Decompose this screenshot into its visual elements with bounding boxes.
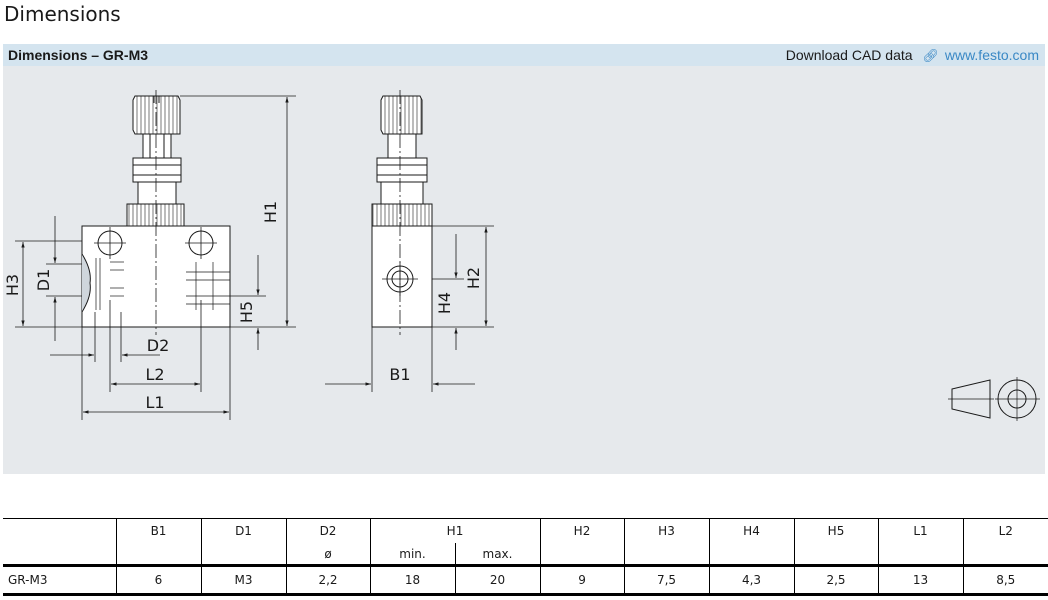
dim-label-B1: B1 bbox=[389, 365, 410, 384]
cell-H1-max: 20 bbox=[454, 564, 541, 596]
table-subheader-row: ø min. max. bbox=[3, 543, 1048, 566]
page-title: Dimensions bbox=[4, 2, 121, 26]
side-dimension-labels: H2 H4 B1 bbox=[389, 267, 483, 384]
panel-title: Dimensions – GR-M3 bbox=[8, 47, 149, 63]
download-cad[interactable]: Download CAD data 🔗︎ www.festo.com bbox=[786, 47, 1039, 64]
link-icon[interactable]: 🔗︎ bbox=[922, 48, 939, 63]
dim-label-D1: D1 bbox=[34, 269, 53, 292]
cell-H2: 9 bbox=[539, 564, 625, 596]
table-header-model bbox=[3, 518, 116, 543]
dim-label-H4: H4 bbox=[435, 292, 454, 314]
table-subheader-H1-max: max. bbox=[454, 543, 541, 566]
table-header-H5: H5 bbox=[793, 518, 879, 543]
cell-model: GR-M3 bbox=[3, 564, 116, 596]
side-dimensions bbox=[325, 225, 494, 392]
dimensions-panel: Dimensions – GR-M3 Download CAD data 🔗︎ … bbox=[3, 44, 1045, 474]
dim-label-H1: H1 bbox=[261, 201, 280, 223]
table-subheader-D2: ø bbox=[285, 543, 370, 566]
cell-H4: 4,3 bbox=[708, 564, 795, 596]
table-subheader-H1-min: min. bbox=[369, 543, 455, 566]
festo-link[interactable]: www.festo.com bbox=[944, 47, 1039, 63]
panel-header: Dimensions – GR-M3 Download CAD data 🔗︎ … bbox=[3, 44, 1045, 66]
dim-label-L2: L2 bbox=[145, 365, 164, 384]
table-header-D2: D2 bbox=[285, 518, 370, 543]
table-header-H4: H4 bbox=[708, 518, 795, 543]
dim-label-H2: H2 bbox=[464, 267, 483, 289]
front-view bbox=[81, 90, 231, 335]
table-header-row: B1 D1 D2 H1 H2 H3 H4 H5 L1 L2 bbox=[3, 518, 1048, 543]
table-header-B1: B1 bbox=[115, 518, 201, 543]
dimensions-table: B1 D1 D2 H1 H2 H3 H4 H5 L1 L2 ø min. max… bbox=[3, 518, 1048, 596]
table-header-L2: L2 bbox=[962, 518, 1048, 543]
table-header-H2: H2 bbox=[539, 518, 625, 543]
front-dimensions bbox=[15, 95, 296, 420]
table-header-H1: H1 bbox=[369, 518, 541, 543]
cell-L2: 8,5 bbox=[962, 564, 1048, 596]
cell-D2: 2,2 bbox=[285, 564, 370, 596]
table-header-L1: L1 bbox=[877, 518, 964, 543]
cell-B1: 6 bbox=[115, 564, 201, 596]
download-cad-label[interactable]: Download CAD data bbox=[785, 47, 913, 63]
table-header-H3: H3 bbox=[623, 518, 710, 543]
dim-label-H3: H3 bbox=[3, 274, 22, 296]
side-view bbox=[371, 90, 433, 335]
first-angle-projection-icon bbox=[948, 377, 1040, 421]
dim-label-H5: H5 bbox=[237, 301, 256, 323]
technical-drawing: H1 H3 D1 H5 D2 L2 L1 bbox=[3, 90, 1040, 421]
cell-H3: 7,5 bbox=[623, 564, 710, 596]
cell-D1: M3 bbox=[200, 564, 286, 596]
table-header-D1: D1 bbox=[200, 518, 286, 543]
cell-H1-min: 18 bbox=[369, 564, 455, 596]
cell-L1: 13 bbox=[877, 564, 964, 596]
dim-label-D2: D2 bbox=[147, 336, 170, 355]
front-dimension-labels: H1 H3 D1 H5 D2 L2 L1 bbox=[3, 201, 280, 412]
dim-label-L1: L1 bbox=[145, 393, 164, 412]
cell-H5: 2,5 bbox=[793, 564, 879, 596]
table-row: GR-M3 6 M3 2,2 18 20 9 7,5 4,3 2,5 13 8,… bbox=[3, 564, 1048, 596]
